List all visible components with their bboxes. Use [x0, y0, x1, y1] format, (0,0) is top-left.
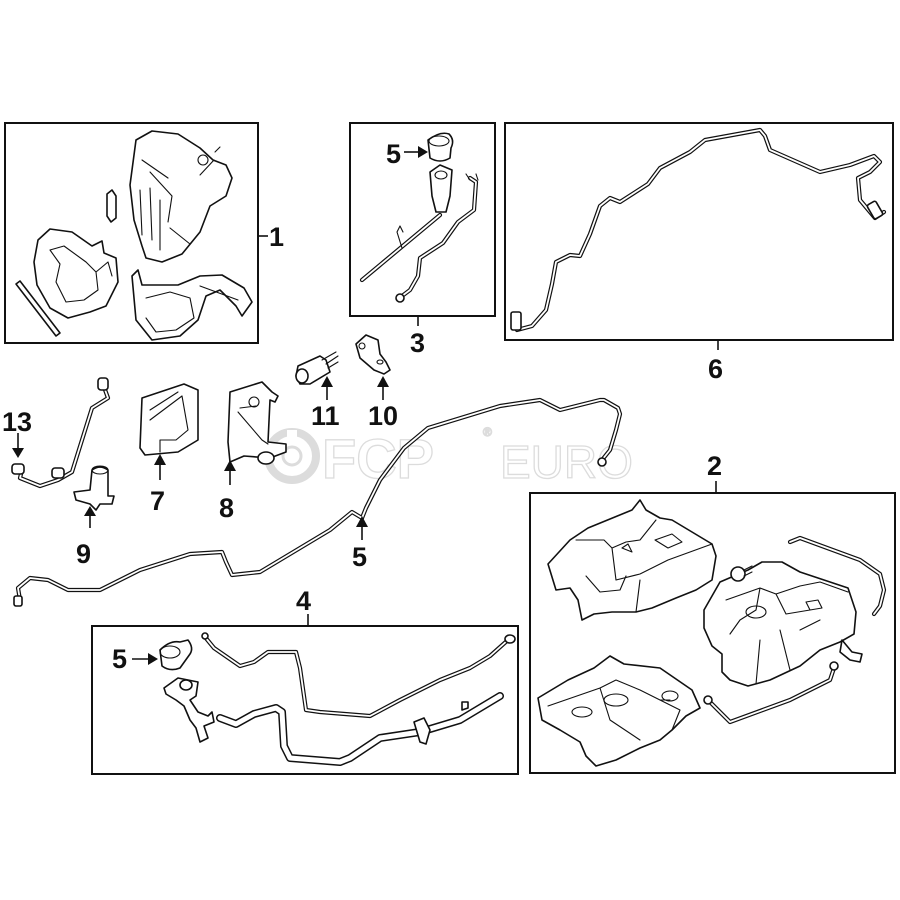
tank-lower-shell — [537, 655, 701, 767]
vent-fitting — [201, 632, 209, 640]
connector-right — [866, 200, 884, 220]
callout-9: 8 — [219, 493, 234, 523]
vent-line — [395, 173, 479, 303]
lower-shroud-left — [33, 228, 119, 319]
callout-6: 5 — [352, 542, 367, 572]
group-4-filler-hose — [91, 614, 519, 775]
callout-1: 1 — [269, 222, 284, 252]
vent-tube — [789, 537, 885, 615]
arrow-5-bottom — [148, 653, 158, 665]
tank-strap — [703, 661, 839, 725]
arrow-6 — [356, 516, 368, 527]
arrow-13 — [12, 448, 24, 458]
arrow-11 — [377, 376, 389, 387]
callout-12: 11 — [311, 401, 340, 431]
arrow-12 — [321, 376, 333, 387]
filler-cap-bottom — [159, 639, 193, 671]
tank-upper-shell — [547, 499, 717, 621]
wiring-harness — [11, 377, 111, 489]
seal-strip — [15, 280, 61, 337]
group-4-frame — [91, 625, 519, 775]
callout-13: 13 — [2, 407, 32, 437]
mounting-bracket — [227, 381, 287, 465]
control-module — [139, 383, 199, 456]
callout-5-top: 5 — [386, 139, 401, 169]
callout-7: 6 — [708, 354, 723, 384]
arrow-5-top — [418, 146, 428, 158]
clamp — [355, 334, 391, 375]
arrow-8 — [154, 454, 166, 465]
group-3-frame — [349, 122, 496, 317]
filler-neck — [359, 164, 453, 283]
connector-left — [510, 311, 522, 331]
callout-4: 4 — [296, 586, 311, 616]
hose-clip — [413, 717, 431, 745]
vent-end — [504, 634, 516, 644]
callout-5-bottom: 5 — [112, 644, 127, 674]
arrow-10 — [84, 506, 96, 516]
callout-11: 10 — [368, 401, 398, 431]
mount-tab — [839, 639, 863, 663]
callout-8: 7 — [150, 486, 165, 516]
group-7-frame — [504, 122, 894, 341]
reservoir-tank — [129, 130, 233, 263]
arrow-9 — [224, 460, 236, 471]
level-sensor — [730, 565, 753, 582]
callout-10: 9 — [76, 539, 91, 569]
group-7-return-line — [504, 122, 894, 350]
callout-3: 3 — [410, 328, 425, 358]
pump — [295, 351, 339, 385]
watermark: FCP ® EURO — [264, 424, 634, 491]
lower-shroud-right — [131, 269, 253, 341]
filler-neck-bracket — [163, 677, 215, 743]
watermark-registered: ® — [483, 425, 492, 439]
group-3-filler-neck — [349, 122, 496, 326]
tank-body — [703, 561, 857, 687]
group-2-frame — [529, 492, 896, 774]
callout-2: 2 — [707, 451, 722, 481]
group-1-reservoir — [4, 122, 268, 344]
filler-cap-top — [427, 132, 454, 162]
heater-valve — [73, 465, 115, 511]
gasket — [106, 189, 117, 223]
group-1-frame — [4, 122, 259, 344]
group-2-tank — [529, 481, 896, 774]
hose-tab — [461, 701, 469, 711]
